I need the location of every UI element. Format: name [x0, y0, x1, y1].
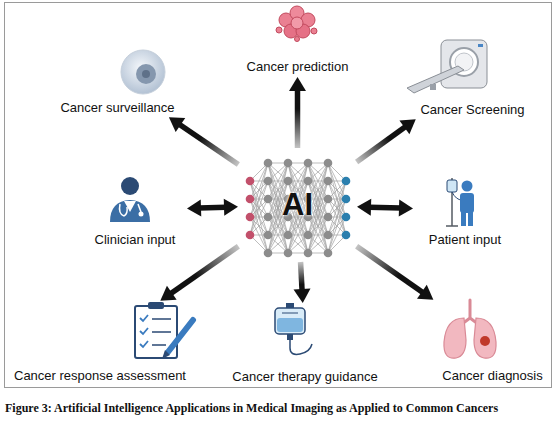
node-label: Cancer Screening [420, 102, 524, 118]
iv-bag-icon [275, 303, 312, 354]
arrow-head [169, 117, 185, 132]
arrow-connector [160, 246, 238, 301]
lungs-icon [444, 300, 496, 358]
arrow-head [357, 199, 371, 216]
figure-caption: Figure 3: Artificial Intelligence Applic… [5, 401, 498, 416]
arrow-shaft [369, 204, 401, 210]
arrow-head [399, 119, 415, 134]
arrow-shaft [170, 246, 238, 294]
arrow-connector [289, 77, 306, 148]
ct-scanner-icon [407, 40, 487, 93]
input-node: Clinician input [85, 172, 185, 248]
arrow-connector [294, 262, 311, 303]
arrow-head [160, 286, 176, 301]
ai-label: AI [282, 188, 313, 222]
neural-network-graphic [246, 159, 351, 258]
arrow-head [187, 199, 201, 216]
arrow-head [417, 285, 433, 300]
arrow-connector [187, 199, 238, 217]
arrow-shaft [301, 262, 303, 291]
application-node: Cancer Screening [405, 38, 540, 118]
node-label: Cancer response assessment [14, 368, 186, 384]
input-node: Patient input [415, 172, 515, 248]
ai-node: AI [240, 150, 355, 260]
arrow-shaft [199, 204, 226, 210]
node-label: Cancer diagnosis [442, 368, 542, 384]
arrow-head [294, 289, 311, 303]
arrow-head [224, 199, 238, 216]
arrow-shaft [357, 246, 424, 293]
application-node: Cancer prediction [235, 5, 360, 75]
application-node: Cancer diagnosis [435, 298, 550, 384]
application-node: Cancer response assessment [5, 302, 195, 384]
arrow-connector [169, 117, 238, 164]
application-node: Cancer therapy guidance [225, 305, 385, 385]
cell-cluster-icon [276, 6, 317, 42]
arrow-shaft [357, 126, 406, 162]
clinician-icon [110, 177, 150, 222]
arrow-connector [357, 119, 416, 162]
node-label: Patient input [429, 232, 501, 248]
patient-icon [446, 178, 474, 226]
node-label: Cancer therapy guidance [232, 369, 377, 385]
eye-icon [121, 50, 165, 94]
figure-frame [5, 3, 552, 388]
node-label: Cancer prediction [247, 59, 349, 75]
arrow-shaft [179, 124, 239, 165]
node-label: Cancer surveillance [60, 100, 174, 116]
arrow-shaft [295, 89, 301, 148]
application-node: Cancer surveillance [40, 48, 195, 116]
arrow-connector [357, 246, 434, 300]
checklist-icon [135, 302, 193, 359]
arrow-head [399, 200, 413, 217]
node-label: Clinician input [95, 232, 176, 248]
arrow-connector [357, 199, 413, 217]
arrow-head [289, 77, 306, 91]
